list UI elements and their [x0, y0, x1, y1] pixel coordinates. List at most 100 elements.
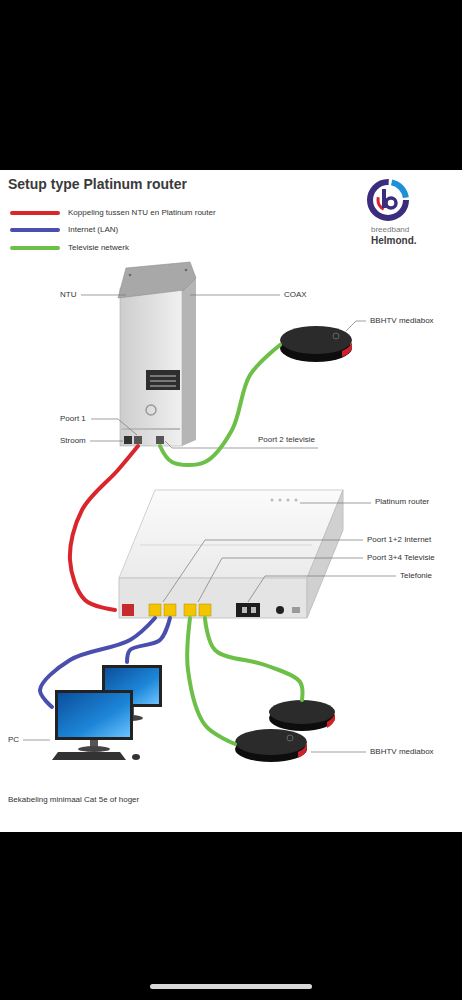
callout-slot: Poort 1+2 Internet [367, 535, 431, 545]
mediabox: BBHTV mediabox [280, 325, 352, 363]
ntu-panel-line [150, 380, 176, 382]
legend-swatch [10, 211, 60, 215]
mediabox-top [269, 700, 335, 724]
computer: PC [52, 662, 164, 762]
page-ground [0, 170, 462, 832]
callout-slot: COAX [284, 290, 307, 300]
cable [70, 446, 138, 610]
ntu-port [156, 436, 164, 444]
callout-label: breedband [371, 225, 409, 235]
ntu-screw [185, 269, 188, 272]
callout-label: Stroom [60, 436, 86, 446]
device-label: PC [8, 735, 19, 745]
ntu-logo [146, 405, 156, 415]
router-front [119, 578, 307, 618]
leader-line [163, 540, 363, 602]
leader-line [248, 576, 396, 602]
legend-swatch [10, 228, 60, 232]
device-label: NTU [60, 290, 76, 300]
callout-slot: Poort 2 televisie [258, 435, 315, 445]
callout-label: Poort 3+4 Televisie [367, 553, 435, 563]
mediabox-accent [342, 342, 352, 357]
cable [205, 618, 302, 700]
legend-text: Internet (LAN) [68, 225, 118, 235]
lan-port [164, 604, 176, 616]
legend-row: Internet (LAN) [10, 224, 250, 236]
monitor-bezel [55, 690, 133, 740]
lan-port [149, 604, 161, 616]
router-groove [140, 545, 312, 546]
ntu-panel-line [150, 375, 176, 377]
lan-port [199, 604, 211, 616]
callout-label: COAX [284, 290, 307, 300]
wan-port [122, 604, 134, 616]
mediabox: BBHTV mediabox [235, 700, 335, 762]
legend-row: Koppeling tussen NTU en Platinum router [10, 207, 250, 219]
callout-slot: Stroom [60, 436, 86, 446]
logo-letter [386, 198, 396, 208]
leader-line [91, 419, 137, 435]
leader-line [300, 503, 371, 504]
mediabox-logo [333, 333, 339, 339]
ntu-side [182, 278, 196, 446]
device-label: BBHTV mediabox [370, 747, 434, 757]
router-led [287, 499, 290, 502]
callout-slot: breedband [371, 225, 409, 235]
mouse [132, 754, 140, 760]
callout-label: Telefonie [400, 571, 432, 581]
leader-lines [23, 295, 396, 752]
power-port [124, 436, 132, 444]
ntu-screw [129, 274, 132, 277]
home-indicator [150, 984, 312, 989]
mediabox-top [235, 729, 307, 755]
legend-swatch [10, 246, 60, 250]
leader-line [23, 740, 50, 741]
router-led [295, 499, 298, 502]
diagram-title: Setup type Platinum router [8, 176, 187, 193]
callout-slot: Telefonie [400, 571, 432, 581]
router-side [307, 490, 343, 618]
keyboard [52, 752, 126, 760]
callout-slot: Poort 1 [60, 414, 86, 424]
device-label: Platinum router [375, 497, 429, 507]
diagram-caption: Bekabeling minimaal Cat 5e of hoger [8, 795, 139, 805]
callout-label: Poort 1 [60, 414, 86, 424]
ntu-panel-line [150, 385, 176, 387]
title-slot: Setup type Platinum router [8, 176, 187, 193]
ntu-front [120, 288, 182, 446]
callout-slot: Helmond. [371, 235, 417, 247]
power-port [276, 606, 284, 614]
mediabox-accent [327, 713, 335, 728]
router-led [279, 499, 282, 502]
mediabox-top [280, 326, 352, 354]
device-label: BBHTV mediabox [370, 316, 434, 326]
leader-line [346, 321, 366, 331]
monitor-screen [58, 693, 130, 737]
leader-line [190, 295, 280, 296]
mediabox-accent [298, 742, 307, 758]
callout-label: Helmond. [371, 235, 417, 247]
ntu-port [134, 436, 142, 444]
callout-label: Poort 1+2 Internet [367, 535, 431, 545]
lan-port [184, 604, 196, 616]
leader-line [90, 441, 123, 442]
router-button [292, 607, 300, 613]
phone-slot [251, 607, 256, 613]
logo-ring [370, 182, 406, 218]
phone-port [236, 603, 260, 617]
monitor-base [78, 746, 110, 752]
legend-row: Televisie netwerk [10, 242, 250, 254]
ntu-panel [146, 370, 180, 390]
ntu-device: NTU [118, 268, 196, 446]
cable [40, 618, 155, 707]
callout-slot: Poort 3+4 Televisie [367, 553, 435, 563]
router-led [271, 499, 274, 502]
ntu-cap [118, 262, 196, 298]
leader-line [198, 558, 363, 602]
leader-line [81, 295, 126, 296]
mediabox-logo [287, 735, 293, 741]
cable [187, 618, 235, 744]
legend-text: Koppeling tussen NTU en Platinum router [68, 208, 216, 218]
callout-label: Poort 2 televisie [258, 435, 315, 445]
